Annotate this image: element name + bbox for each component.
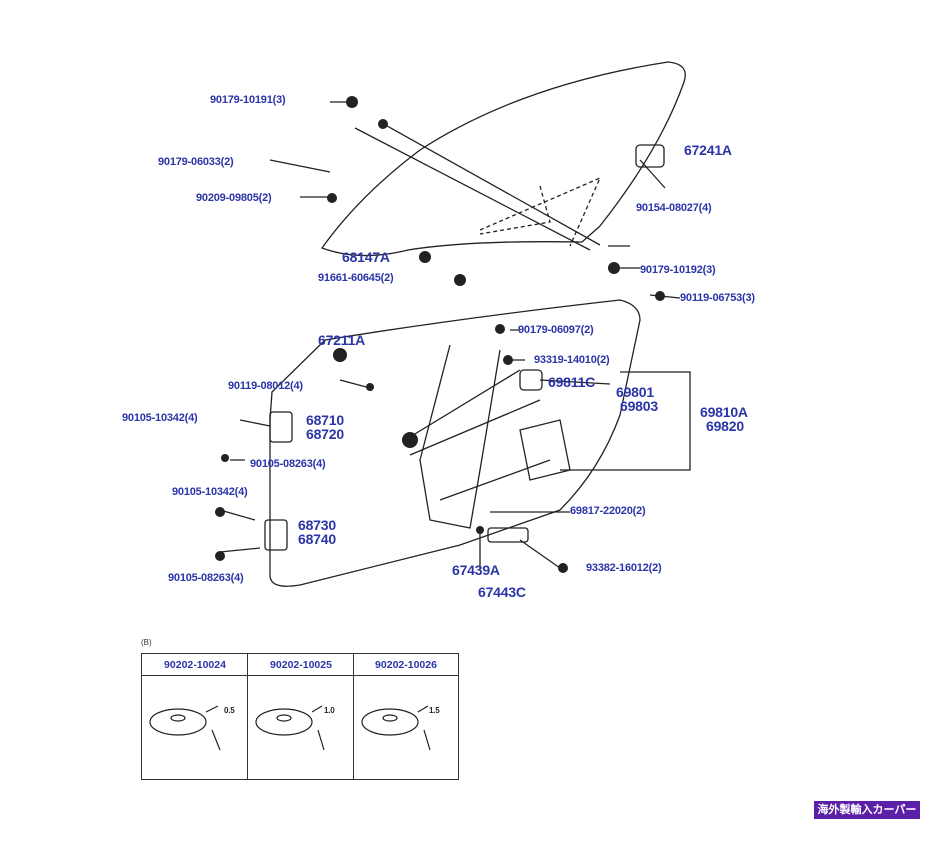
- part-label: 69803: [620, 398, 658, 414]
- stop-icon: [487, 527, 529, 543]
- hinge-icon: [264, 519, 288, 551]
- part-label: 91661-60645(2): [318, 272, 394, 284]
- bolt-icon: [476, 526, 484, 534]
- table-divider: [353, 654, 354, 779]
- part-label: 67241A: [684, 142, 732, 158]
- bolt-icon: [419, 251, 431, 263]
- door-frame-outline: [269, 299, 641, 587]
- part-label: 69811C: [548, 374, 596, 390]
- bolt-icon: [495, 324, 505, 334]
- pulley-icon: [402, 432, 418, 448]
- table-reference-mark: (B): [141, 638, 152, 647]
- part-label: 90105-08263(4): [168, 572, 244, 584]
- part-label: 90179-10191(3): [210, 94, 286, 106]
- part-label: 68147A: [342, 249, 390, 265]
- part-label: 67211A: [318, 332, 366, 348]
- size-label: 1.0: [324, 706, 335, 715]
- part-label: 90119-06753(3): [680, 292, 755, 304]
- table-header: 90202-10026: [354, 654, 458, 676]
- bolt-icon: [558, 563, 568, 573]
- part-label: 90209-09805(2): [196, 192, 272, 204]
- spacer-table: 90202-10024 90202-10025 90202-10026 0.5 …: [141, 653, 459, 780]
- part-label: 90105-10342(4): [122, 412, 198, 424]
- part-label: 68710: [306, 412, 344, 428]
- part-label: 90119-08012(4): [228, 380, 303, 392]
- bolt-icon: [215, 507, 225, 517]
- part-label: 68740: [298, 531, 336, 547]
- part-label: 90105-10342(4): [172, 486, 248, 498]
- size-label: 1.5: [429, 706, 440, 715]
- bolt-icon: [503, 355, 513, 365]
- clip-icon: [635, 144, 665, 168]
- table-header: 90202-10024: [142, 654, 248, 676]
- table-header: 90202-10025: [248, 654, 354, 676]
- part-label: 68730: [298, 517, 336, 533]
- part-label: 69810A: [700, 404, 748, 420]
- part-label: 90154-08027(4): [636, 202, 712, 214]
- part-label: 69820: [706, 418, 744, 434]
- part-label: 90179-06097(2): [518, 324, 594, 336]
- part-label: 93382-16012(2): [586, 562, 662, 574]
- washer-drawings: [149, 705, 431, 751]
- guide-icon: [519, 369, 543, 391]
- table-divider: [247, 654, 248, 779]
- window-glass-outline: [320, 61, 686, 257]
- bolt-icon: [221, 454, 229, 462]
- size-label: 0.5: [224, 706, 235, 715]
- hinge-icon: [269, 411, 293, 443]
- bolt-icon: [346, 96, 358, 108]
- part-label: 90179-10192(3): [640, 264, 716, 276]
- part-label: 93319-14010(2): [534, 354, 610, 366]
- part-label: 67439A: [452, 562, 500, 578]
- bolt-icon: [215, 551, 225, 561]
- part-label: 69817-22020(2): [570, 505, 646, 517]
- grommet-icon: [333, 348, 347, 362]
- bolt-icon: [608, 262, 620, 274]
- bolt-icon: [366, 383, 374, 391]
- part-label: 90179-06033(2): [158, 156, 234, 168]
- part-label: 69801: [616, 384, 654, 400]
- bolt-icon: [327, 193, 337, 203]
- part-label: 67443C: [478, 584, 526, 600]
- bolt-icon: [655, 291, 665, 301]
- part-label: 68720: [306, 426, 344, 442]
- part-label: 90105-08263(4): [250, 458, 326, 470]
- seller-badge: 海外製輸入カーパーツ: [814, 801, 920, 834]
- bolt-icon: [378, 119, 388, 129]
- bolt-icon: [454, 274, 466, 286]
